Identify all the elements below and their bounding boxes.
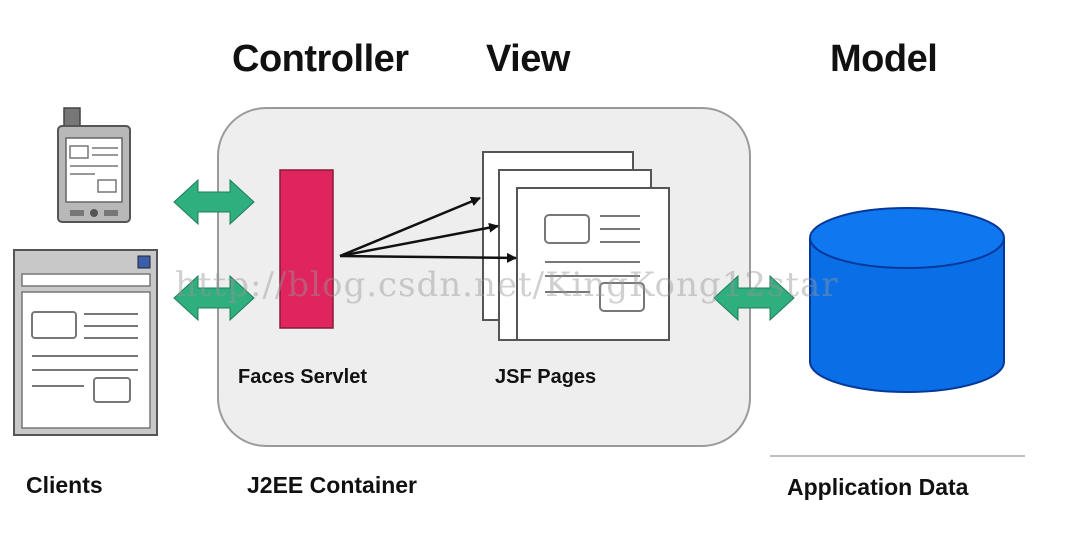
database-icon xyxy=(809,207,1005,393)
watermark-text: http://blog.csdn.net/KingKong12star xyxy=(175,265,839,305)
phone-icon xyxy=(57,107,131,223)
clients-label: Clients xyxy=(26,472,103,498)
application-data-label: Application Data xyxy=(787,474,969,500)
model-heading: Model xyxy=(830,38,938,80)
client-arrow-top xyxy=(173,178,255,226)
client-arrow-bottom xyxy=(173,274,255,322)
jsf-pages-icon xyxy=(482,151,670,341)
container-label: J2EE Container xyxy=(247,472,417,498)
controller-heading: Controller xyxy=(232,38,409,80)
jsf-pages-label: JSF Pages xyxy=(495,366,597,388)
dispatch-arrows xyxy=(339,196,517,263)
browser-icon xyxy=(13,249,158,436)
view-heading: View xyxy=(486,38,570,80)
faces-servlet-label: Faces Servlet xyxy=(238,366,367,388)
faces-servlet-bar xyxy=(279,169,334,329)
model-arrow xyxy=(713,274,795,322)
